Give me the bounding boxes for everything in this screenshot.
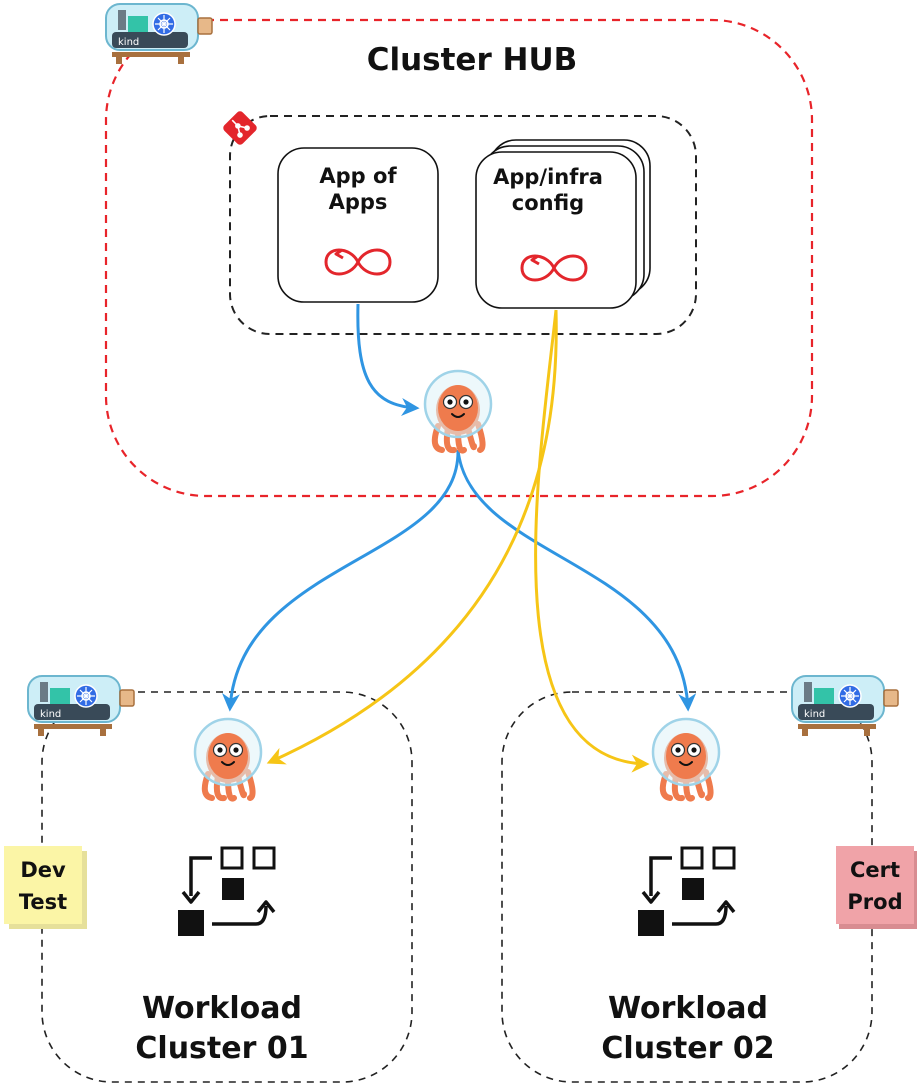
- app-of-apps-line2: Apps: [329, 190, 388, 214]
- workload-01-title-line1: Workload: [142, 991, 302, 1026]
- workload-02-title-line2: Cluster 02: [601, 1031, 774, 1066]
- sticky-env-2: Test: [19, 890, 67, 914]
- git-icon: [223, 111, 257, 145]
- cluster-02-argocd-octopus-icon: [653, 719, 719, 799]
- app-infra-line1: App/infra: [493, 165, 603, 189]
- app-of-apps-line1: App of: [319, 164, 397, 188]
- app-of-apps-card[interactable]: App of Apps: [277, 147, 439, 303]
- dev-test-sticky-note: Dev Test: [4, 846, 87, 929]
- cert-prod-sticky-note: Cert Prod: [836, 846, 917, 929]
- kind-cluster-01-icon: [27, 675, 135, 737]
- workload-01-title-line2: Cluster 01: [135, 1031, 308, 1066]
- hub-title: Cluster HUB: [367, 42, 578, 78]
- kind-hub-icon: [105, 3, 213, 65]
- git-repo-boundary: [229, 115, 697, 335]
- cluster-01-argocd-octopus-icon: [195, 719, 261, 799]
- app-infra-to-cluster-02-arrow: [534, 309, 650, 773]
- hub-cluster-boundary: [104, 18, 814, 498]
- sticky-env-1: Cert: [850, 858, 900, 882]
- app-infra-config-card[interactable]: App/infra config: [475, 139, 651, 309]
- hub-argocd-octopus-icon: [425, 371, 491, 451]
- app-infra-line2: config: [512, 191, 584, 215]
- hub-argo-to-cluster-01-arrow: [222, 449, 460, 712]
- app-of-apps-to-hub-argo-arrow: [356, 303, 420, 416]
- kind-cluster-02-icon: [791, 675, 899, 737]
- sticky-env-2: Prod: [847, 890, 902, 914]
- workload-icon: [176, 846, 276, 938]
- hub-argo-to-cluster-02-arrow: [456, 449, 697, 712]
- app-infra-to-cluster-01-arrow: [266, 309, 558, 765]
- sticky-env-1: Dev: [20, 858, 66, 882]
- workload-02-title-line1: Workload: [608, 991, 768, 1026]
- workload-icon: [636, 846, 736, 938]
